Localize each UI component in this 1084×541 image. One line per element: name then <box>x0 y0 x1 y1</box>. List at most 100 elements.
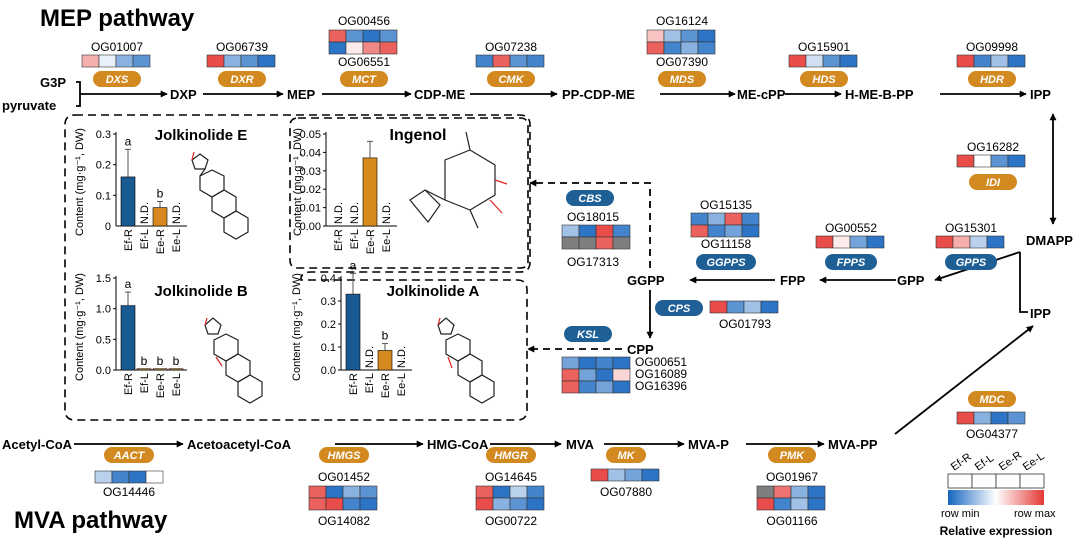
heatmap-cell <box>362 41 381 55</box>
gene-og01166: OG01166 <box>766 514 817 528</box>
heatmap-cell <box>561 236 580 250</box>
metabolite-ipp-mid: IPP <box>1030 306 1051 321</box>
heatmap-cell <box>526 485 545 499</box>
metabolite-fpp: FPP <box>780 273 806 288</box>
gene-og14446: OG14446 <box>103 485 155 499</box>
heatmap-cell <box>680 29 699 43</box>
title-jolkinolide-a: Jolkinolide A <box>387 283 480 300</box>
heatmap-cell <box>81 54 100 68</box>
gene-og00651: OG00651 <box>635 355 687 369</box>
gene-og06551: OG06551 <box>338 55 390 69</box>
significance-letter: b <box>157 354 164 368</box>
heatmap-og07238 <box>475 54 545 68</box>
x-tick-label: Ef-R <box>333 229 345 251</box>
gene-og00552: OG00552 <box>825 221 877 235</box>
x-tick-label: Ef-L <box>349 229 361 249</box>
heatmap-cell <box>561 380 580 394</box>
heatmap-cell <box>526 497 545 511</box>
heatmap-cell <box>849 235 868 249</box>
x-tick-label: Ef-R <box>348 373 360 395</box>
heatmap-cell <box>973 54 992 68</box>
heatmap-og16124-og07390 <box>646 29 716 55</box>
enzyme-cps: CPS <box>655 300 703 316</box>
gene-og07880: OG07880 <box>600 485 652 499</box>
heatmap-cell <box>206 54 225 68</box>
heatmap-cell <box>509 485 528 499</box>
bar <box>168 368 184 371</box>
metabolite-dmapp: DMAPP <box>1026 233 1073 248</box>
enzyme-ksl-label: KSL <box>577 329 599 341</box>
enzyme-cps-label: CPS <box>668 303 691 315</box>
legend-row-min: row min <box>941 508 980 520</box>
not-detected-label: N.D. <box>364 346 376 368</box>
not-detected-label: N.D. <box>171 202 183 224</box>
heatmap-cell <box>741 224 760 238</box>
heatmap-cell <box>257 54 276 68</box>
heatmap-cell <box>578 224 597 238</box>
heatmap-cell <box>697 29 716 43</box>
heatmap-cell <box>612 236 631 250</box>
heatmap-cell <box>595 236 614 250</box>
bar <box>120 305 136 371</box>
y-tick-label: 0.03 <box>300 166 321 178</box>
heatmap-cell <box>790 497 809 511</box>
heatmap-cell <box>595 224 614 238</box>
gene-og01007: OG01007 <box>91 40 143 54</box>
heatmap-cell <box>986 235 1005 249</box>
heatmap-og04377 <box>956 411 1026 425</box>
heatmap-cell <box>707 212 726 226</box>
x-tick-label: Ee-L <box>381 229 393 252</box>
heatmap-og00651-og16089-og16396 <box>561 356 631 394</box>
heatmap-cell <box>561 368 580 382</box>
heatmap-og15901 <box>788 54 858 68</box>
gene-og01967: OG01967 <box>766 470 818 484</box>
heatmap-cell <box>760 300 779 314</box>
metabolite-hmg-coa: HMG-CoA <box>427 437 489 452</box>
heatmap-cell <box>223 54 242 68</box>
heatmap-cell <box>641 468 660 482</box>
enzyme-cmk: CMK <box>487 71 535 87</box>
enzyme-ggpps-label: GGPPS <box>706 257 746 269</box>
heatmap-cell <box>111 470 130 484</box>
legend-sample-label: Ee-L <box>1021 450 1047 473</box>
heatmap-cell <box>240 54 259 68</box>
y-tick-label: 0.2 <box>96 160 111 172</box>
gene-og11158: OG11158 <box>701 237 752 251</box>
gene-og07238: OG07238 <box>485 40 537 54</box>
x-tick-label: Ee-R <box>155 373 167 398</box>
mep-pathway-title: MEP pathway <box>40 5 195 32</box>
legend-sample-boxes <box>947 473 1045 489</box>
significance-letter: b <box>173 354 180 368</box>
heatmap-cell <box>132 54 151 68</box>
enzyme-hmgr: HMGR <box>486 447 536 463</box>
heatmap-cell <box>115 54 134 68</box>
enzyme-fpps: FPPS <box>825 254 877 270</box>
y-tick-label: 0.2 <box>321 319 336 331</box>
y-tick-label: 0.4 <box>321 273 336 285</box>
heatmap-cell <box>990 54 1009 68</box>
heatmap-cell <box>345 29 364 43</box>
bar <box>152 207 168 227</box>
heatmap-og07880 <box>590 468 660 482</box>
heatmap-cell <box>646 29 665 43</box>
enzyme-mct: MCT <box>340 71 388 87</box>
heatmap-og16282 <box>956 154 1026 168</box>
heatmap-cell <box>509 497 528 511</box>
bar <box>377 350 393 371</box>
metabolite-me-cpp: ME-cPP <box>737 87 786 102</box>
legend-sample-box <box>1019 473 1045 489</box>
heatmap-cell <box>145 470 164 484</box>
gene-og07390: OG07390 <box>656 55 708 69</box>
heatmap-cell <box>773 485 792 499</box>
bar <box>345 293 361 371</box>
gene-og14645: OG14645 <box>485 470 537 484</box>
y-tick-label: 0.3 <box>96 129 111 141</box>
enzyme-hmgr-label: HMGR <box>494 450 528 462</box>
not-detected-label: N.D. <box>349 202 361 224</box>
x-tick-label: Ee-L <box>171 373 183 396</box>
x-tick-label: Ef-R <box>123 373 135 395</box>
heatmap-cell <box>578 368 597 382</box>
heatmap-cell <box>935 235 954 249</box>
heatmap-cell <box>741 212 760 226</box>
heatmap-og01793 <box>709 300 779 314</box>
